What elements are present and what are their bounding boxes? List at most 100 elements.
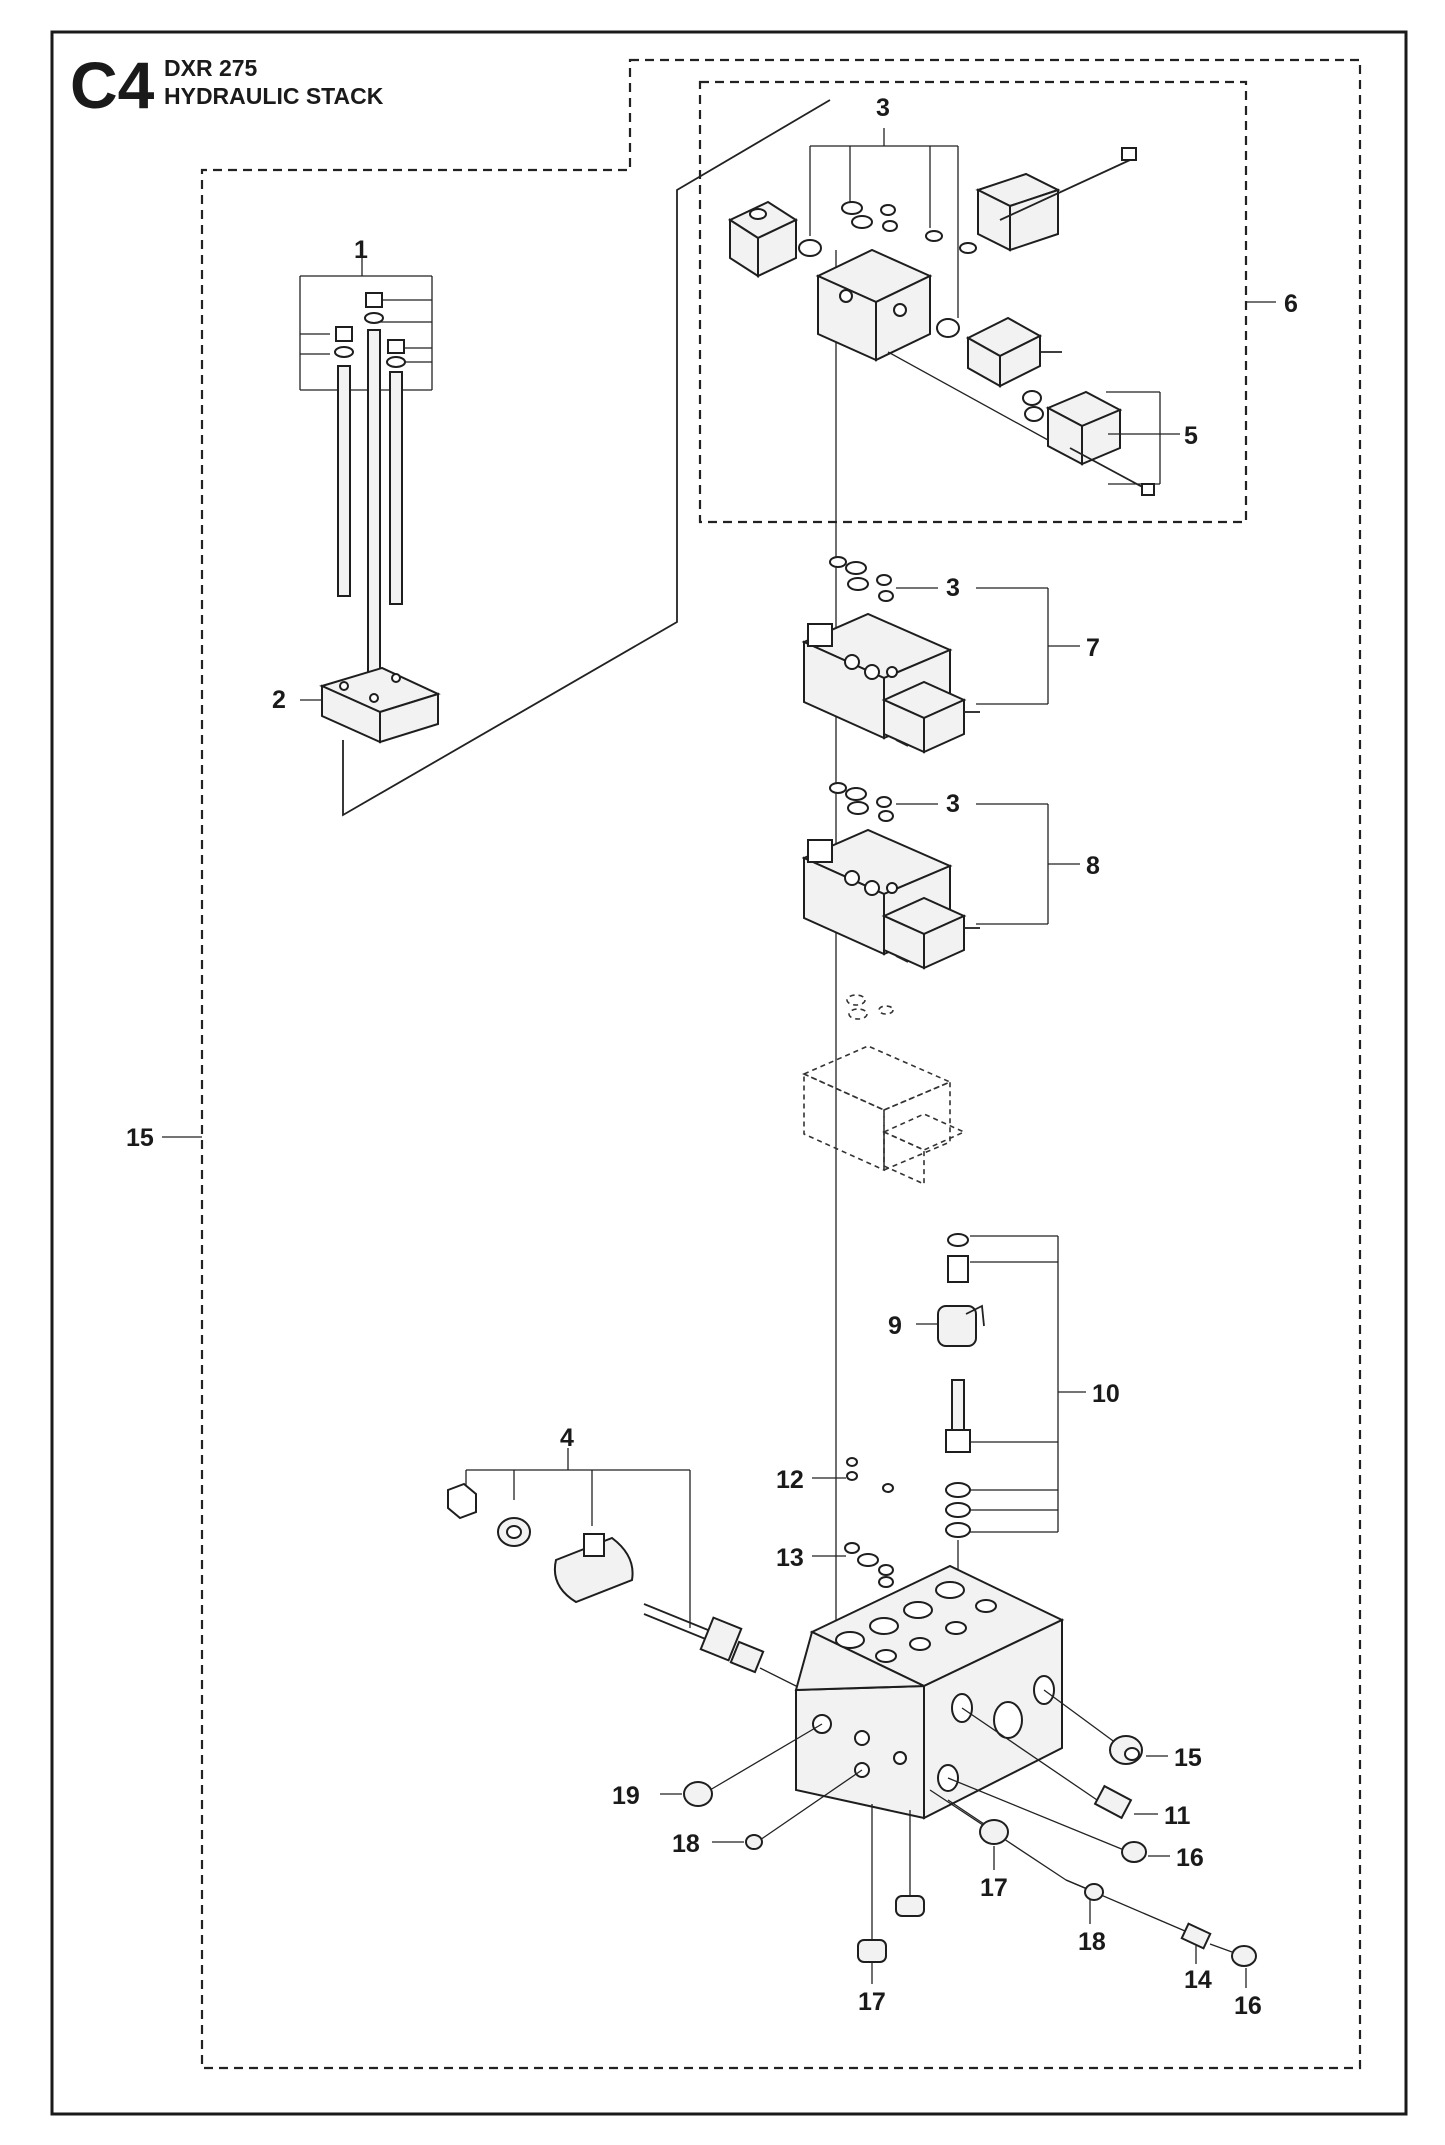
group-separator-line — [342, 99, 831, 817]
callout-7: 7 — [1086, 634, 1100, 662]
ghost-section-front — [803, 1072, 885, 1172]
callout-19: 19 — [612, 1782, 640, 1810]
o-ring-icon — [876, 796, 892, 808]
fitting-icon — [1093, 1784, 1133, 1820]
main-manifold-block — [794, 1457, 1065, 1820]
o-ring-icon — [882, 220, 898, 232]
callout-3: 3 — [876, 94, 890, 122]
callout-18: 18 — [1078, 1928, 1106, 1956]
port-icon — [886, 882, 898, 894]
o-ring-icon — [1024, 406, 1044, 422]
callout-11: 11 — [1164, 1802, 1191, 1830]
axis-18a — [759, 1769, 863, 1841]
port-icon — [886, 666, 898, 678]
o-ring-icon — [945, 1482, 971, 1498]
o-ring-icon — [857, 1553, 879, 1567]
fitting-icon — [807, 623, 833, 647]
end-cap-side — [757, 218, 797, 278]
nut-icon — [447, 1482, 477, 1520]
washer-icon — [386, 356, 406, 368]
o-ring-icon — [878, 1005, 894, 1015]
o-ring-icon — [829, 782, 847, 794]
port-icon — [864, 664, 880, 680]
coil-connector-icon — [583, 1533, 605, 1557]
callout-15: 15 — [126, 1124, 154, 1152]
o-ring-icon — [846, 994, 866, 1006]
o-ring-icon — [878, 1576, 894, 1588]
port-icon — [835, 1631, 865, 1649]
cover-plate-front — [977, 188, 1011, 252]
fitting-icon — [807, 839, 833, 863]
callout-16: 16 — [1176, 1844, 1204, 1872]
o-ring-icon — [878, 590, 894, 602]
port-icon — [893, 1751, 907, 1765]
valve-stem-icon — [951, 1379, 965, 1437]
cartridge-body-icon — [699, 1616, 743, 1662]
port-icon — [993, 1701, 1023, 1739]
callout-16: 16 — [1234, 1992, 1262, 2020]
o-ring-icon — [845, 787, 867, 801]
tie-rod-icon — [337, 365, 351, 597]
o-ring-icon — [846, 1457, 858, 1467]
o-ring-icon — [847, 801, 869, 815]
bolt-hole-icon — [369, 693, 379, 703]
spindle-icon — [895, 739, 909, 747]
tie-rod-icon — [367, 329, 381, 709]
solenoid-valve-assembly — [916, 1233, 1086, 1582]
o-ring-icon — [876, 574, 892, 586]
port-icon — [903, 1601, 933, 1619]
plug-icon — [979, 1819, 1009, 1845]
valve-section-7 — [801, 556, 1080, 754]
plug-icon — [1231, 1945, 1257, 1967]
o-ring-icon — [878, 810, 894, 822]
axis-15 — [1043, 1689, 1121, 1747]
top-section-assembly — [727, 128, 1276, 496]
o-ring-icon — [846, 1471, 858, 1481]
callout-5: 5 — [1184, 422, 1198, 450]
cartridge-tip-icon — [729, 1640, 765, 1674]
coil-icon — [554, 1536, 634, 1604]
fitting-icon — [1180, 1922, 1212, 1950]
callout-17: 17 — [858, 1988, 886, 2016]
o-ring-icon — [845, 561, 867, 575]
o-ring-icon — [925, 230, 943, 242]
o-ring-icon — [851, 215, 873, 229]
o-ring-icon — [798, 239, 822, 257]
o-ring-icon — [829, 556, 847, 568]
end-plate-side — [379, 692, 439, 744]
callout-18: 18 — [672, 1830, 700, 1858]
callout-17: 17 — [980, 1874, 1008, 1902]
cartridge-body-icon — [945, 1429, 971, 1453]
port-icon — [749, 208, 767, 220]
port-icon — [839, 289, 853, 303]
nut-icon — [335, 326, 353, 342]
callout-3: 3 — [946, 790, 960, 818]
callout-3: 3 — [946, 574, 960, 602]
spindle-icon — [895, 955, 909, 963]
washer-icon — [959, 242, 977, 254]
o-ring-icon — [882, 1483, 894, 1493]
bolt-hole-icon — [391, 673, 401, 683]
port-icon — [844, 654, 860, 670]
optional-section-ghost — [802, 994, 966, 1186]
callout-8: 8 — [1086, 852, 1100, 880]
callout-9: 9 — [888, 1312, 902, 1340]
assembly-axis — [887, 351, 1049, 441]
diagram-header: C4 DXR 275 HYDRAULIC STACK — [70, 48, 384, 122]
callout-6: 6 — [1284, 290, 1298, 318]
tie-rod-icon — [389, 371, 403, 605]
nut-icon — [387, 339, 405, 354]
o-ring-icon — [1022, 390, 1042, 406]
plug-icon — [745, 1834, 763, 1850]
spacer-hole-icon — [506, 1525, 522, 1539]
o-ring-icon — [841, 201, 863, 215]
coil-connector-icon — [965, 1304, 985, 1327]
callout-14: 14 — [1184, 1966, 1212, 1994]
ghost-cap-front — [883, 1130, 925, 1186]
o-ring-icon — [878, 1564, 894, 1576]
o-ring-icon — [847, 577, 869, 591]
o-ring-icon — [936, 318, 960, 338]
axis-19 — [709, 1723, 823, 1791]
ghost-section-side — [883, 1080, 951, 1172]
